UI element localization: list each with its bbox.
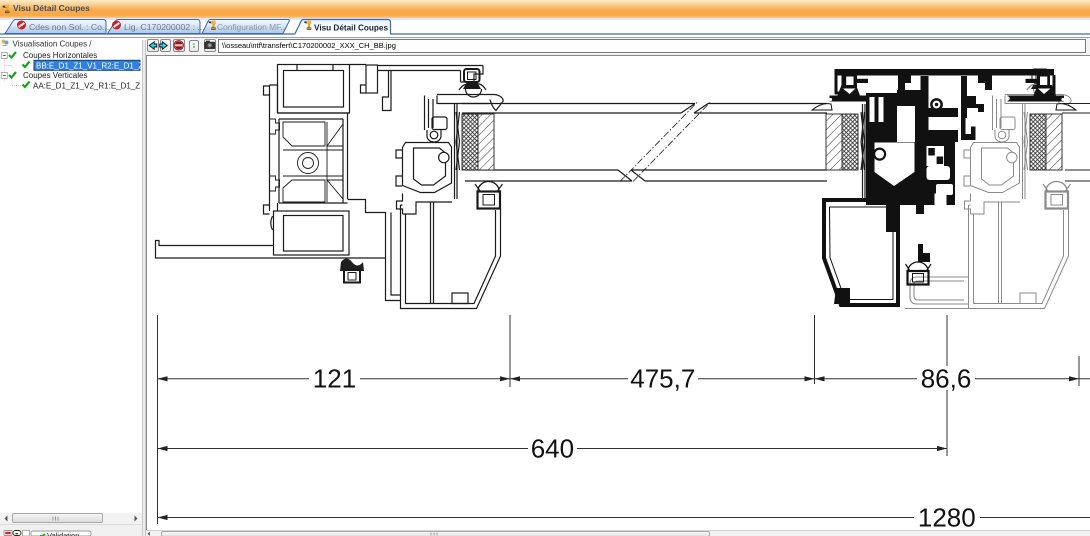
svg-text:Validation: Validation: [47, 531, 79, 536]
svg-text:Coupes Verticales: Coupes Verticales: [23, 71, 87, 80]
svg-text:121: 121: [313, 364, 356, 394]
svg-text:640: 640: [531, 433, 574, 463]
svg-text:Cdes non Sol. : Co...: Cdes non Sol. : Co...: [29, 22, 109, 32]
svg-text:Visualisation Coupes /: Visualisation Coupes /: [13, 40, 93, 49]
svg-text:475,7: 475,7: [630, 364, 695, 394]
svg-text:86,6: 86,6: [921, 364, 972, 394]
svg-text:Lig. C170200002 : ...: Lig. C170200002 : ...: [124, 22, 205, 32]
svg-text:Configuration MF..: Configuration MF..: [217, 22, 285, 32]
svg-text:BB:E_D1_Z1_V1_R2:E_D1_Z: BB:E_D1_Z1_V1_R2:E_D1_Z: [36, 61, 142, 70]
svg-text:Coupes Horizontales: Coupes Horizontales: [23, 51, 97, 60]
svg-text:1280: 1280: [918, 503, 976, 530]
svg-text:AA:E_D1_Z1_V2_R1:E_D1_Z: AA:E_D1_Z1_V2_R1:E_D1_Z: [33, 81, 140, 90]
svg-text:Visu Détail Coupes: Visu Détail Coupes: [314, 24, 388, 33]
